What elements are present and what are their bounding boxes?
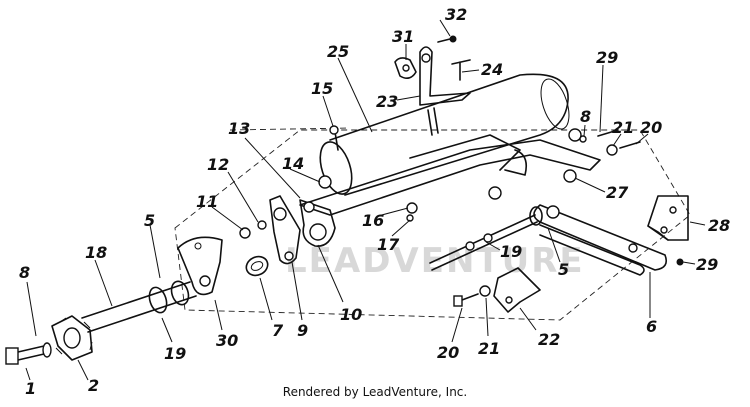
callout-25: 25 [327,42,349,61]
callout-21-right: 21 [612,118,634,137]
callout-15: 15 [311,79,333,98]
footer-credit: Rendered by LeadVenture, Inc. [282,385,468,399]
callout-22: 22 [538,330,560,349]
part-rods [429,206,543,271]
callout-24: 24 [481,60,503,79]
callout-19-right: 19 [500,242,522,261]
callout-29-top: 29 [596,48,618,67]
callout-12: 12 [207,155,229,174]
callout-11: 11 [196,192,218,211]
callout-14: 14 [282,154,304,173]
callout-20-right: 20 [640,118,662,137]
callout-17: 17 [377,235,400,254]
callout-19-left: 19 [164,344,186,363]
callout-8-right: 8 [580,107,591,126]
part-upper-bracket [299,128,601,216]
callout-2: 2 [88,376,99,395]
part-bolt-left [5,342,52,365]
callout-16: 16 [362,211,384,230]
part-collar [245,255,269,277]
part-bracket-plate [177,236,223,296]
callout-28: 28 [708,216,730,235]
callout-9: 9 [297,321,308,340]
leader-lines [25,19,706,381]
callout-18: 18 [85,243,107,262]
callout-30: 30 [216,331,238,350]
part-small-bracket [493,267,541,313]
callout-32: 32 [445,5,467,24]
callout-20-bottom: 20 [437,343,459,362]
callout-23: 23 [376,92,398,111]
callout-labels: 1 2 5 5 6 7 8 8 9 10 11 12 13 14 15 16 1… [19,5,730,398]
callout-31: 31 [392,27,414,46]
part-bracket-upright [394,35,471,136]
part-angle-bracket [647,195,689,241]
callout-29-right: 29 [696,255,718,274]
callout-10: 10 [340,305,362,324]
part-gear-shaft [51,280,197,361]
callout-5-right: 5 [558,260,569,279]
callout-8-left: 8 [19,263,30,282]
callout-13: 13 [228,119,250,138]
callout-7: 7 [272,321,284,340]
callout-6: 6 [646,317,657,336]
part-lower-arm [533,204,668,276]
part-pivot-plate [269,195,336,265]
callout-27: 27 [606,183,629,202]
callout-21-bottom: 21 [478,339,500,358]
callout-1: 1 [25,379,36,398]
callout-5-left: 5 [144,211,155,230]
part-main-tube [319,73,570,196]
assembly-guide-lines [174,127,691,321]
